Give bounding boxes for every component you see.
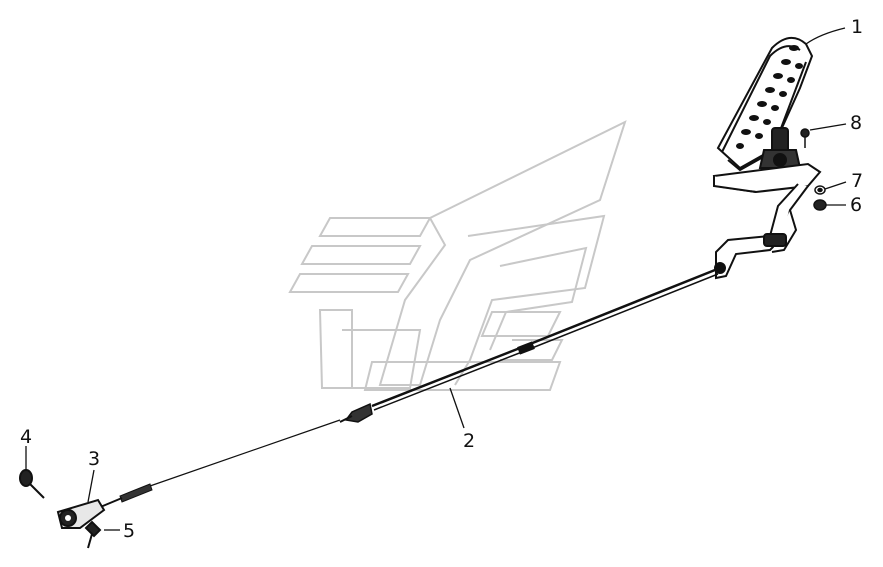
pedal-bracket (712, 162, 822, 280)
leader-1 (805, 27, 846, 45)
nut (813, 199, 827, 211)
leader-8 (809, 123, 847, 131)
callout-3: 3 (88, 448, 101, 470)
leader-2 (449, 387, 465, 429)
lever-screw (84, 520, 102, 549)
leader-3 (87, 469, 95, 503)
accelerator-pedal (716, 37, 814, 172)
washer (814, 185, 826, 195)
callout-2: 2 (463, 430, 476, 452)
brand-logo-watermark (288, 120, 627, 391)
leader-lines (25, 27, 847, 531)
callout-4: 4 (20, 426, 33, 448)
callout-1: 1 (851, 16, 864, 38)
throttle-lever (56, 498, 106, 529)
throttle-cable (97, 266, 721, 509)
leader-7 (824, 181, 847, 190)
pedal-bolt (800, 128, 810, 148)
callout-6: 6 (850, 194, 863, 216)
callout-7: 7 (851, 170, 864, 192)
callout-8: 8 (850, 112, 863, 134)
lever-bolt (19, 469, 45, 499)
callout-5: 5 (123, 520, 136, 542)
